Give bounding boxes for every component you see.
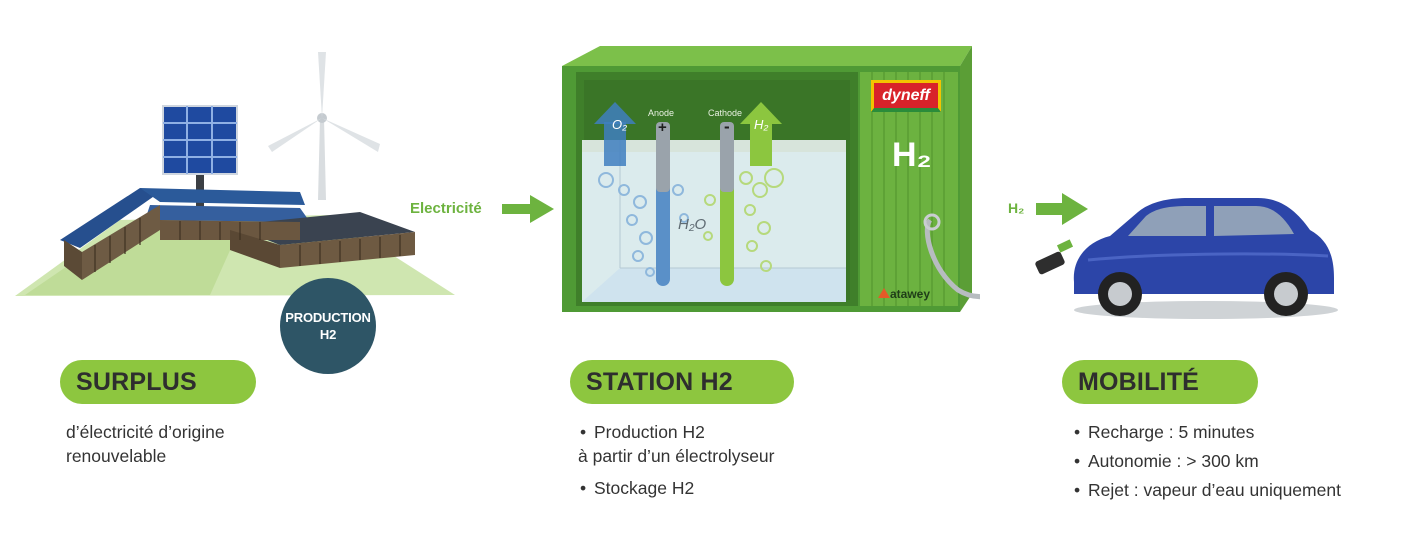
surplus-title: SURPLUS [60, 360, 256, 404]
h2-gas-label: H₂ [754, 117, 769, 132]
station-bullet-production: Production H2 à partir d’un électrolyseu… [578, 420, 774, 468]
wind-turbine [268, 52, 380, 200]
hydrogen-car-illustration [1035, 198, 1338, 319]
h2-flow-label: H₂ [1008, 200, 1025, 216]
station-bullet-storage: Stockage H2 [578, 476, 774, 500]
surplus-description: d’électricité d’origine renouvelable [66, 420, 225, 468]
h2-flow-arrow-icon [1036, 193, 1088, 225]
surplus-description-line1: d’électricité d’origine [66, 422, 225, 442]
mobility-bullet-autonomy: Autonomie : > 300 km [1072, 449, 1341, 473]
cathode-label: Cathode [708, 108, 743, 118]
fuel-nozzle [1035, 239, 1074, 275]
dyneff-logo: dyneff [871, 80, 941, 112]
water-label: H₂O [678, 216, 707, 233]
h2-station-container [562, 46, 980, 312]
container-h2-label: H₂ [892, 136, 932, 174]
surplus-description-line2: renouvelable [66, 446, 167, 466]
station-bullet-production-line2: à partir d’un électrolyseur [578, 446, 775, 466]
mobility-title: MOBILITÉ [1062, 360, 1258, 404]
station-title: STATION H2 [570, 360, 794, 404]
atawey-label: atawey [890, 287, 931, 301]
cathode-minus-sign: - [724, 117, 730, 136]
mobility-bullet-emission: Rejet : vapeur d’eau uniquement [1072, 478, 1341, 502]
o2-label: O₂ [612, 117, 628, 132]
solar-panel [162, 105, 238, 210]
production-h2-badge: PRODUCTION H2 [280, 278, 376, 374]
station-bullet-production-line1: Production H2 [594, 422, 705, 442]
building [60, 188, 415, 280]
o2-arrow-icon [594, 102, 636, 166]
electricity-arrow-icon [502, 195, 554, 223]
badge-line1: PRODUCTION [285, 310, 371, 325]
badge-line2: H2 [319, 327, 337, 342]
mobility-bullet-recharge: Recharge : 5 minutes [1072, 420, 1341, 444]
anode-plus-sign: + [658, 119, 667, 136]
h2-arrow-icon [740, 102, 782, 166]
electricity-label: Electricité [410, 200, 482, 217]
fuel-hose [924, 218, 980, 300]
anode-label: Anode [648, 108, 675, 118]
mobility-bullets: Recharge : 5 minutes Autonomie : > 300 k… [1072, 420, 1341, 502]
renewable-site-illustration [15, 52, 455, 296]
station-bullets: Production H2 à partir d’un électrolyseu… [578, 420, 774, 500]
